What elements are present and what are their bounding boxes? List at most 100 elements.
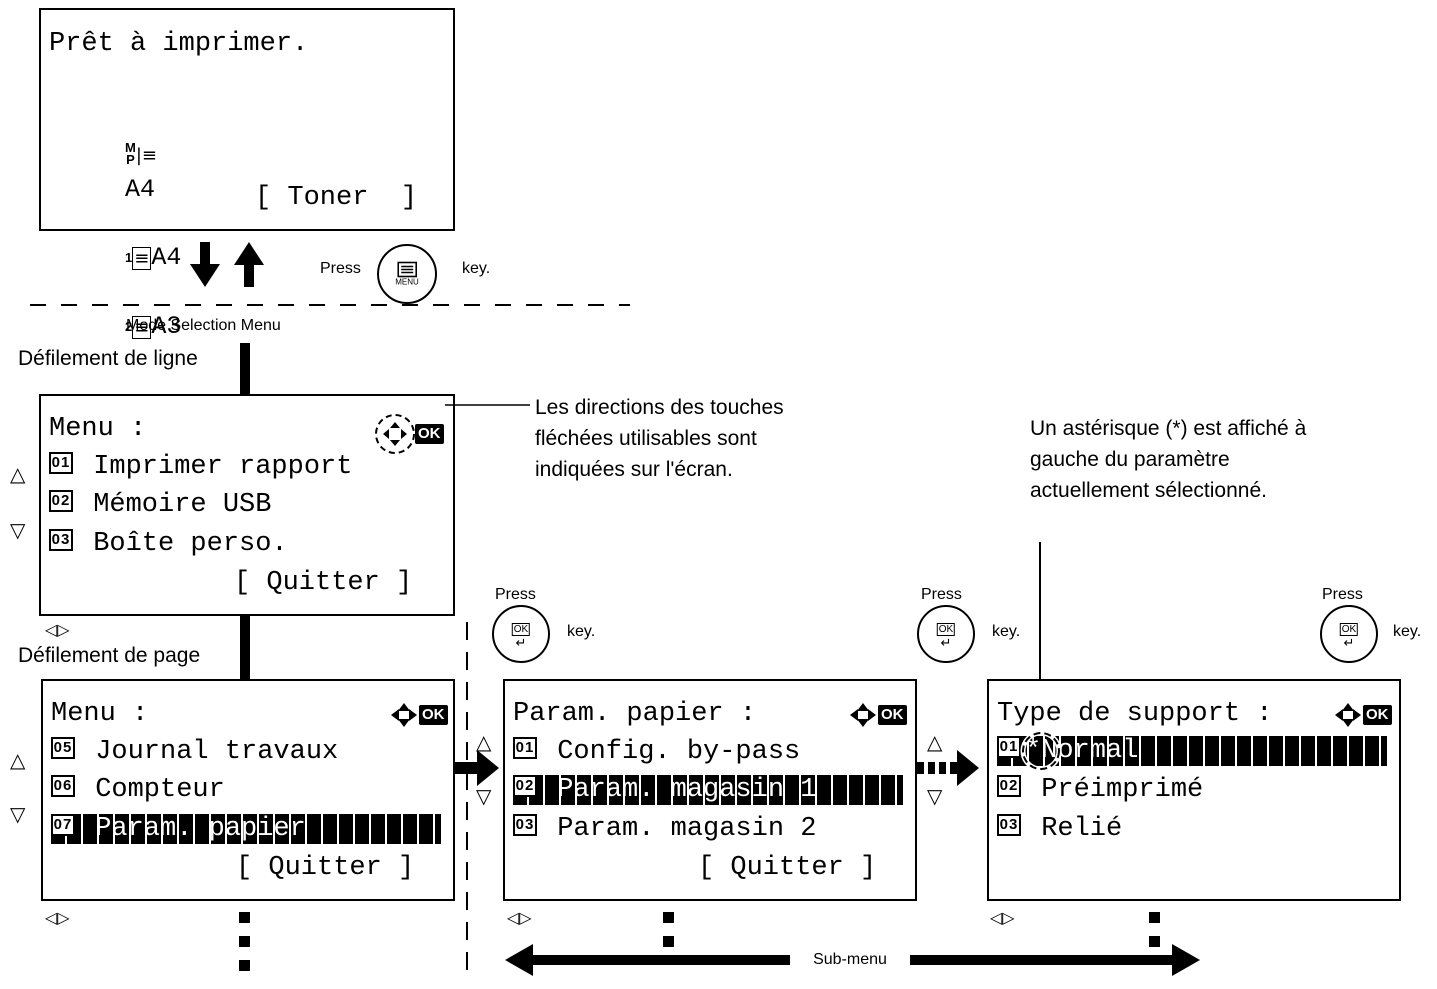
- menu1-quit-softkey[interactable]: [ Quitter ]: [234, 568, 413, 598]
- type-support-screen: Type de support : OK 01*Normal 02 Préimp…: [987, 679, 1401, 901]
- press-ok-text-3: Press: [1322, 586, 1363, 603]
- ok-badge-icon: OK: [1363, 705, 1392, 725]
- down-triangle-icon: ▽: [10, 520, 26, 542]
- item-number: 02: [49, 489, 73, 512]
- param-item-03[interactable]: 03 Param. magasin 2: [513, 812, 816, 846]
- item-number: 07: [51, 813, 75, 836]
- menu1-title: Menu :: [49, 414, 147, 444]
- menu-key-suffix: key.: [462, 260, 491, 277]
- ok-badge-icon: OK: [419, 705, 448, 725]
- paper-size-tray1: A4: [151, 243, 182, 272]
- continuation-dots: [663, 912, 674, 947]
- item-number: 05: [51, 736, 75, 759]
- selection-highlight: [51, 814, 441, 844]
- callout-arrows-text: Les directions des touches fléchées util…: [535, 396, 784, 481]
- item-number: 03: [49, 528, 73, 551]
- item-number: 01: [513, 736, 537, 759]
- item-number: 01: [49, 451, 73, 474]
- type-item-02[interactable]: 02 Préimprimé: [997, 773, 1203, 807]
- continuation-dots: [1149, 912, 1160, 947]
- navigation-arrows-icon: [190, 242, 264, 287]
- item-label: Compteur: [95, 775, 225, 805]
- item-label: Param. magasin 1: [557, 775, 817, 805]
- param-item-02-selected[interactable]: 02 Param. magasin 1: [513, 773, 816, 807]
- item-label: Relié: [1041, 814, 1123, 844]
- menu1-item-03[interactable]: 03 Boîte perso.: [49, 527, 288, 561]
- line-scroll-label: Défilement de ligne: [18, 347, 198, 370]
- ok-key-button-3[interactable]: OK↵: [1320, 605, 1378, 663]
- type-title: Type de support :: [997, 699, 1273, 729]
- item-number: 06: [51, 774, 75, 797]
- asterisk-highlight-circle: [1020, 730, 1062, 772]
- menu2-item-05[interactable]: 05 Journal travaux: [51, 735, 338, 769]
- menu-key-button[interactable]: MENU: [377, 244, 437, 304]
- ok-key-label: OK: [936, 623, 956, 636]
- press-ok-text-1: Press: [495, 586, 536, 603]
- ok-key-button-2[interactable]: OK↵: [917, 605, 975, 663]
- menu2-title: Menu :: [51, 699, 149, 729]
- item-label: Journal travaux: [95, 737, 339, 767]
- press-menu-text: Press: [320, 260, 361, 277]
- selection-highlight: [997, 736, 1387, 766]
- item-label: Param. papier: [95, 814, 306, 844]
- item-number: 01: [997, 735, 1021, 758]
- enter-icon: ↵: [1343, 635, 1355, 650]
- tray1-icon: ≡: [132, 247, 152, 270]
- ready-title: Prêt à imprimer.: [49, 29, 309, 59]
- tray2-icon: ≡: [132, 316, 152, 339]
- ok-badge-icon: OK: [878, 705, 907, 725]
- four-way-arrow-icon: [375, 414, 415, 454]
- enter-icon: ↵: [515, 635, 527, 650]
- param-title: Param. papier :: [513, 699, 757, 729]
- continuation-dots: [239, 912, 250, 971]
- press-ok-text-2: Press: [921, 586, 962, 603]
- type-nav-indicator: OK: [1333, 701, 1392, 729]
- paper-size-tray2: A3: [151, 312, 182, 341]
- item-label: Mémoire USB: [93, 490, 272, 520]
- mode-separator-line: [30, 304, 630, 306]
- ok-key-suffix-1: key.: [567, 623, 596, 640]
- item-number: 03: [513, 813, 537, 836]
- menu-list-icon: [397, 261, 417, 278]
- tray2-label: 2: [125, 319, 133, 334]
- menu2-nav-indicator: OK: [389, 701, 448, 729]
- ok-key-button-1[interactable]: OK↵: [492, 605, 550, 663]
- ok-key-suffix-3: key.: [1393, 623, 1422, 640]
- item-label: Boîte perso.: [93, 529, 288, 559]
- callout-line-asterisk: [1039, 542, 1041, 722]
- item-number: 02: [513, 774, 537, 797]
- enter-icon: ↵: [940, 635, 952, 650]
- menu1-nav-indicator: OK: [373, 412, 446, 456]
- up-triangle-icon: △: [10, 750, 26, 772]
- menu2-item-06[interactable]: 06 Compteur: [51, 773, 225, 807]
- param-item-01[interactable]: 01 Config. by-pass: [513, 735, 800, 769]
- down-triangle-icon: ▽: [476, 786, 492, 808]
- param-papier-screen: Param. papier : OK 01 Config. by-pass 02…: [503, 679, 917, 901]
- menu2-quit-softkey[interactable]: [ Quitter ]: [236, 853, 415, 883]
- next-dashed-arrow-icon: [917, 750, 979, 786]
- menu1-item-01[interactable]: 01 Imprimer rapport: [49, 450, 352, 484]
- item-label: Config. by-pass: [557, 737, 801, 767]
- left-right-triangle-icon: ◁▷: [45, 622, 70, 639]
- selection-highlight: [513, 775, 903, 805]
- menu2-item-07-selected[interactable]: 07 Param. papier: [51, 812, 306, 846]
- item-number: 02: [997, 774, 1021, 797]
- callout-line-arrows: [445, 404, 530, 406]
- menu-key-label: MENU: [395, 277, 419, 287]
- menu1-item-02[interactable]: 02 Mémoire USB: [49, 488, 271, 522]
- submenu-divider-line: [466, 622, 468, 982]
- type-item-03[interactable]: 03 Relié: [997, 812, 1122, 846]
- up-triangle-icon: △: [10, 464, 26, 486]
- four-way-arrow-icon: [850, 703, 876, 727]
- param-nav-indicator: OK: [848, 701, 907, 729]
- item-label: Imprimer rapport: [93, 452, 353, 482]
- param-quit-softkey[interactable]: [ Quitter ]: [698, 853, 877, 883]
- submenu-label: Sub-menu: [813, 951, 887, 968]
- down-triangle-icon: ▽: [10, 804, 26, 826]
- toner-softkey[interactable]: [ Toner ]: [255, 183, 418, 213]
- connector-bar-1: [240, 343, 250, 395]
- left-right-triangle-icon: ◁▷: [507, 910, 532, 927]
- tray-list-icon: |≡: [135, 145, 158, 166]
